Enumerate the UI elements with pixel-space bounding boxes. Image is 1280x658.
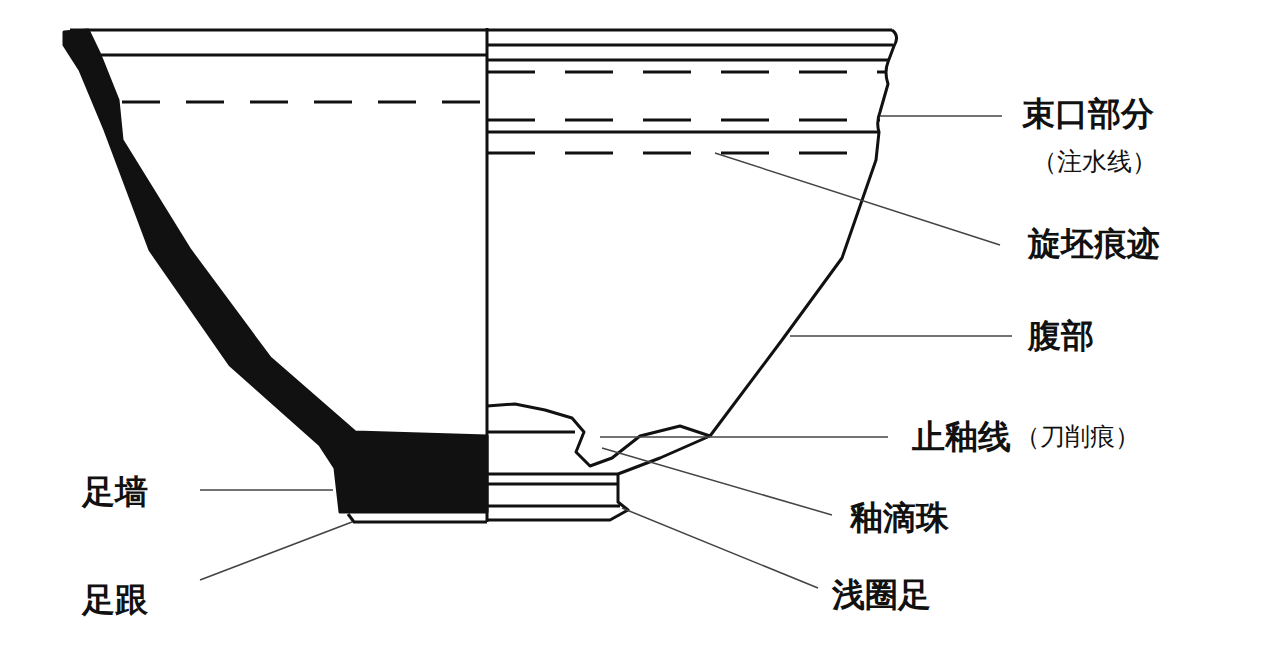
centre-line — [486, 28, 489, 522]
part-label: 足墙 — [82, 472, 148, 512]
spin-mark — [487, 71, 886, 74]
leader-line — [715, 153, 1000, 245]
leader-line — [880, 115, 1002, 117]
part-label: 束口部分 — [1022, 94, 1154, 134]
leader-line — [600, 436, 888, 438]
leader-line — [790, 335, 1012, 337]
leader-line — [200, 522, 352, 580]
bowl-section — [64, 30, 487, 512]
bowl-profile — [710, 30, 897, 436]
part-label: 釉滴珠 — [850, 498, 949, 538]
rim-line-right — [487, 44, 893, 47]
leader-line — [622, 508, 818, 588]
leader-line — [200, 489, 333, 491]
leader-line — [602, 448, 832, 515]
lip-line-right — [487, 59, 888, 62]
part-note: （刀削痕） — [1015, 422, 1140, 452]
glaze-stop-line — [487, 404, 710, 466]
foot-right — [487, 436, 710, 520]
part-label: 浅圈足 — [832, 575, 931, 615]
glaze-inner-line — [487, 431, 575, 434]
part-label: 腹部 — [1028, 316, 1094, 356]
spin-mark — [487, 119, 880, 122]
part-label: 止釉线 — [912, 417, 1011, 457]
foot-heel — [348, 514, 487, 522]
rim-inner-line — [100, 54, 487, 57]
rim-line — [70, 29, 892, 32]
water-line-left — [122, 101, 487, 104]
part-note: （注水线） — [1032, 147, 1157, 177]
spin-mark — [487, 131, 878, 134]
part-label: 足跟 — [82, 580, 148, 620]
spin-mark — [487, 152, 876, 155]
part-label: 旋坯痕迹 — [1028, 224, 1160, 264]
